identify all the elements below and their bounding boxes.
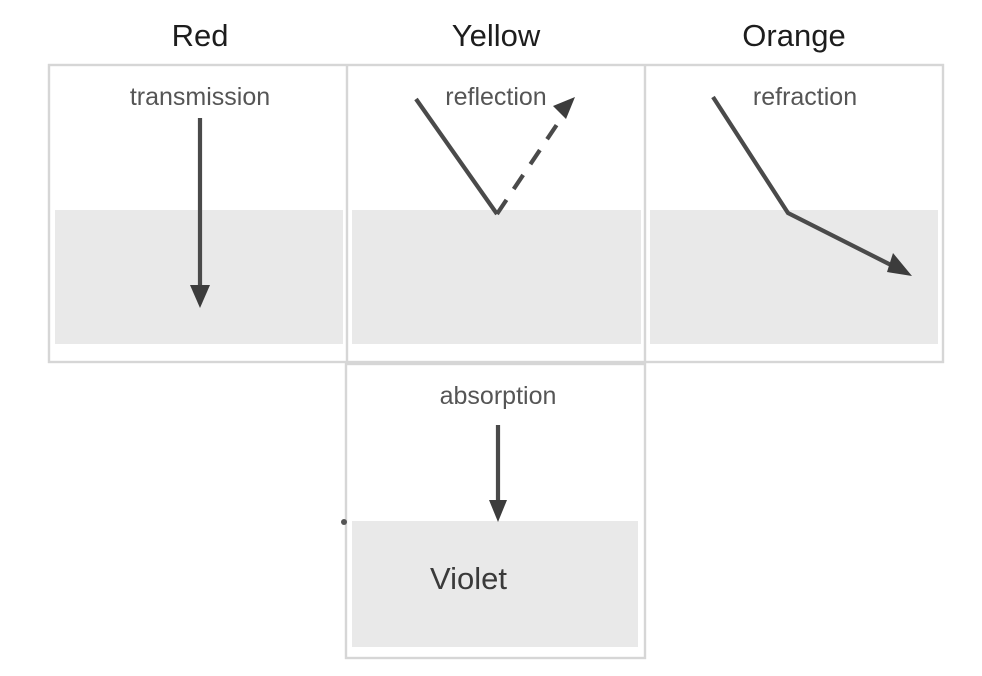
column-header-yellow: Yellow [452, 18, 541, 53]
top-row-frame [47, 63, 945, 364]
bottom-panel-frame [344, 362, 647, 660]
panel-red-transmission: transmission [130, 83, 270, 308]
panel-violet-absorption: absorption Violet [341, 362, 647, 660]
medium-band-violet [352, 521, 638, 647]
absorption-arrow-head-icon [489, 500, 507, 522]
medium-label-violet: Violet [430, 561, 507, 596]
column-header-red: Red [172, 18, 229, 53]
transmission-arrow-head-icon [190, 285, 210, 308]
column-headers: Red Yellow Orange [172, 18, 846, 53]
panel-yellow-reflection: reflection [414, 83, 575, 216]
reflection-arrow-head-icon [553, 97, 575, 119]
process-label-refraction: refraction [753, 83, 857, 111]
refraction-arrow-head-icon [887, 253, 912, 276]
medium-band-yellow [352, 210, 641, 344]
incident-ray [414, 97, 499, 216]
top-row: transmission reflection refraction [47, 63, 945, 364]
process-label-absorption: absorption [440, 382, 557, 410]
panel-orange-refraction: refraction [711, 83, 912, 276]
column-header-orange: Orange [742, 18, 845, 53]
process-label-transmission: transmission [130, 83, 270, 111]
refraction-ray [711, 95, 894, 268]
surface-anchor-dot-icon [341, 519, 347, 525]
process-label-reflection: reflection [445, 83, 546, 111]
medium-band-orange [650, 210, 938, 344]
reflected-ray-dashed [495, 112, 566, 216]
